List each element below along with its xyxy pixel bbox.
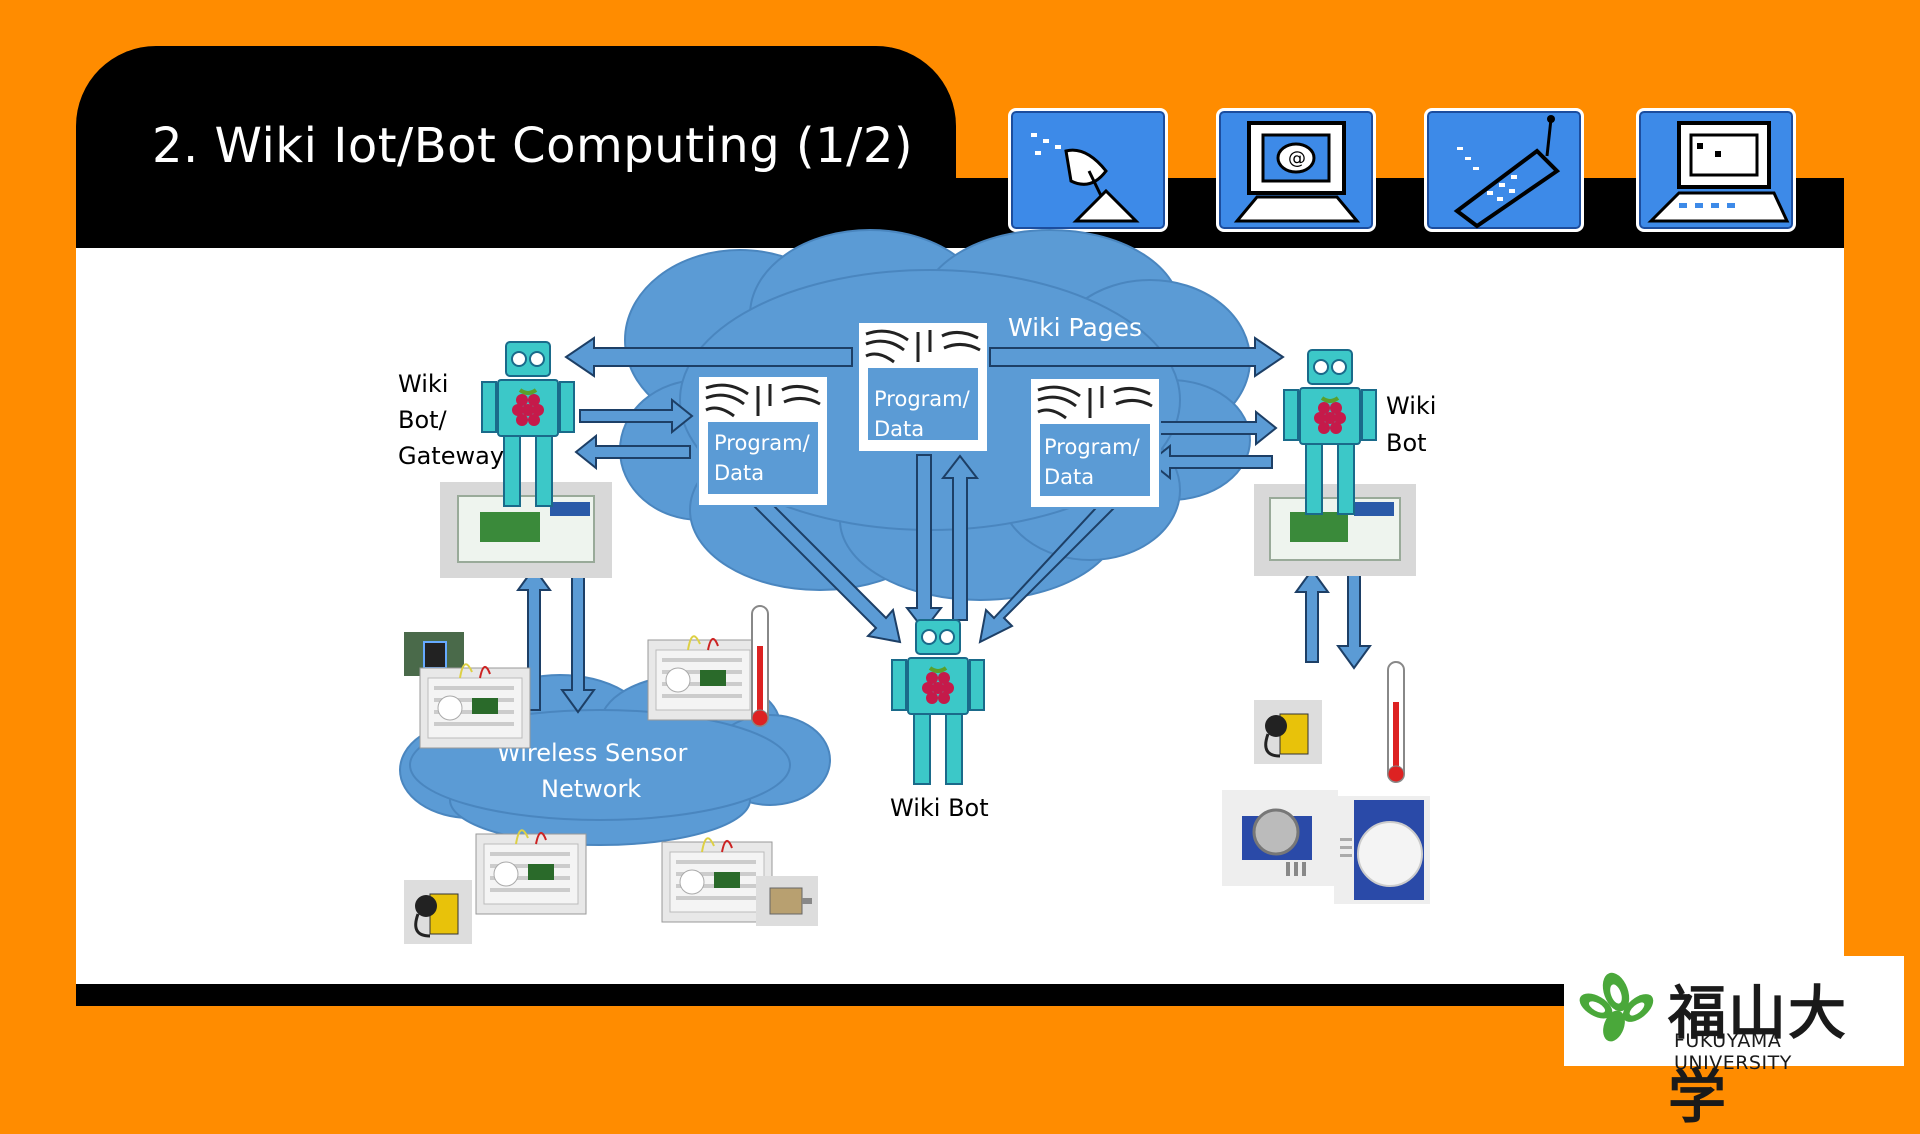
right-bot-label-line2: Bot <box>1386 429 1427 457</box>
mobile-phone-icon <box>1424 108 1584 232</box>
data-flow-arrows <box>516 336 1372 714</box>
wiki-page-1-line1: Program/ <box>714 431 811 455</box>
right-bot-board-photo <box>1254 484 1416 576</box>
gateway-label-line2: Bot/ <box>398 406 448 434</box>
motor-photo <box>756 876 818 926</box>
center-bot-robot-icon <box>890 618 986 786</box>
wiki-page-2: Program/ Data <box>856 320 990 454</box>
wiki-page-3: Program/ Data <box>1028 376 1162 510</box>
wireless-sensor-cloud <box>399 674 831 846</box>
fukuyama-university-logo: 福山大学 FUKUYAMA UNIVERSITY <box>1564 956 1904 1131</box>
sensor-board-photo-3 <box>475 829 587 915</box>
wiki-page-2-line1: Program/ <box>874 387 971 411</box>
email-computer-icon: @ <box>1216 108 1376 232</box>
leaf-logo-icon <box>1579 972 1654 1042</box>
gateway-label-line3: Gateway <box>398 442 504 470</box>
thermometer-photo-2 <box>1387 661 1405 783</box>
pir-sensor-photo <box>1334 796 1430 904</box>
wiki-page-2-line2: Data <box>874 417 924 441</box>
wiki-page-1: Program/ Data <box>696 374 830 508</box>
iot-architecture-diagram: Wiki Pages Wireless Sensor Network <box>398 229 1436 946</box>
gas-sensor-photo <box>1222 790 1338 886</box>
light-sensor-photo-1 <box>402 878 474 946</box>
center-bot-label: Wiki Bot <box>890 794 989 822</box>
gateway-label-line1: Wiki <box>398 370 448 398</box>
right-bot-label-line1: Wiki <box>1386 392 1436 420</box>
sensor-board-photo-1 <box>419 663 531 749</box>
thermometer-photo-1 <box>751 605 769 727</box>
laptop-terminal-icon <box>1636 108 1796 232</box>
sensor-board-photo-2 <box>647 635 759 721</box>
wiki-page-1-line2: Data <box>714 461 764 485</box>
wiki-page-3-line1: Program/ <box>1044 435 1141 459</box>
svg-text:@: @ <box>1288 148 1306 169</box>
light-sensor-photo-2 <box>1252 698 1324 766</box>
sensor-board-photo-4 <box>661 837 773 923</box>
wsn-label-line2: Network <box>541 775 641 803</box>
logo-english-text: FUKUYAMA UNIVERSITY <box>1674 1030 1792 1074</box>
footer-strip <box>76 984 1844 1006</box>
gateway-board-photo <box>440 482 612 578</box>
satellite-dish-icon <box>1008 108 1168 232</box>
gateway-robot-icon <box>480 340 576 508</box>
slide-title: 2. Wiki Iot/Bot Computing (1/2) <box>152 118 914 174</box>
wiki-pages-label: Wiki Pages <box>1008 313 1142 342</box>
wiki-page-3-line2: Data <box>1044 465 1094 489</box>
